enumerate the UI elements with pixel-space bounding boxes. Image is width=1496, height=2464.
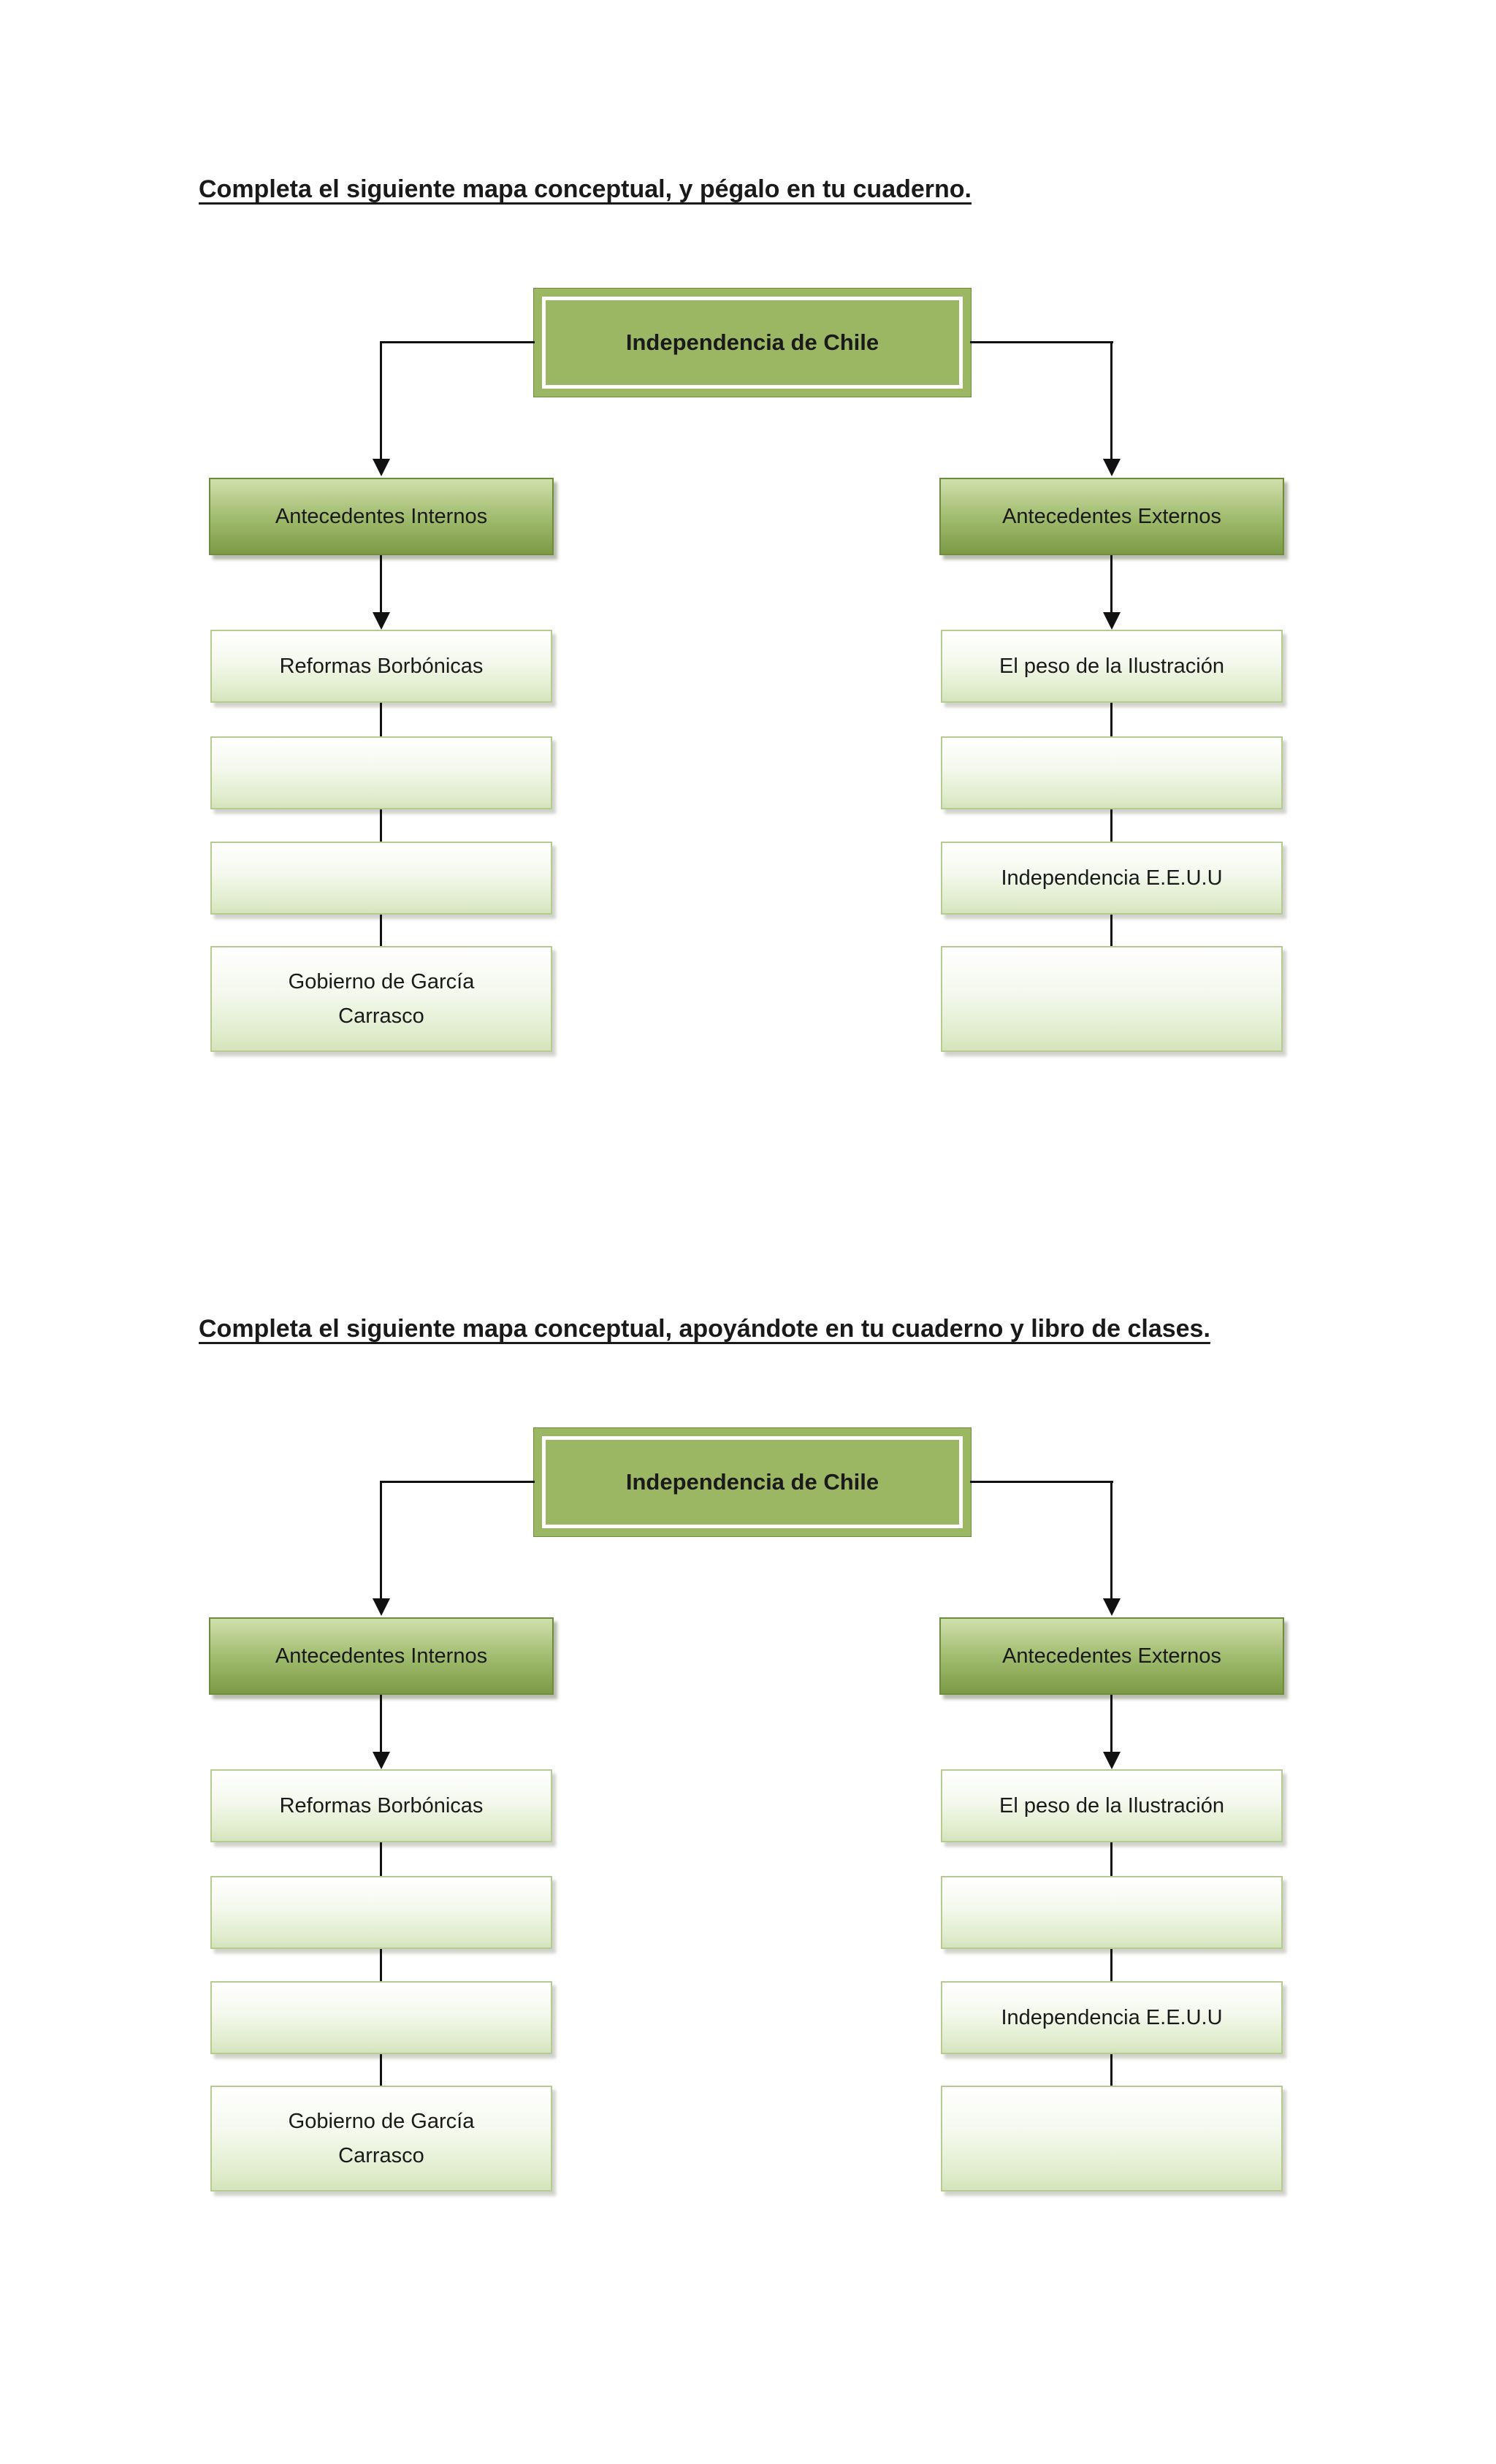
root-node-label: Independencia de Chile: [625, 329, 879, 355]
connector-line: [380, 341, 382, 459]
connector-line: [380, 1842, 382, 1876]
connector-line: [380, 809, 382, 842]
node-gobierno-garcia-carrasco: Gobierno de García Carrasco: [210, 2086, 552, 2192]
down-arrowhead: [1103, 612, 1121, 630]
connector-line: [1110, 1481, 1113, 1598]
connector-root-to-right: [970, 1481, 1113, 1483]
connector-line: [1110, 915, 1113, 946]
branch-node-antecedentes-externos: Antecedentes Externos: [939, 1617, 1284, 1695]
connector-line: [1110, 2054, 1113, 2086]
root-node: Independencia de Chile: [533, 1427, 972, 1537]
connector-line: [380, 2054, 382, 2086]
node-peso-ilustracion: El peso de la Ilustración: [941, 1769, 1283, 1842]
connector-line: [1110, 703, 1113, 736]
node-independencia-eeuu: Independencia E.E.U.U: [941, 842, 1283, 915]
down-arrowhead: [373, 1752, 390, 1769]
connector-line: [1110, 1949, 1113, 1981]
node-peso-ilustracion: El peso de la Ilustración: [941, 630, 1283, 703]
node-reformas-borbonicas: Reformas Borbónicas: [210, 630, 552, 703]
node-label: Gobierno de García Carrasco: [288, 2110, 475, 2167]
node-label: El peso de la Ilustración: [999, 1793, 1224, 1818]
connector-line: [1110, 555, 1113, 612]
connector-root-to-left: [380, 1481, 535, 1483]
node-independencia-eeuu: Independencia E.E.U.U: [941, 1981, 1283, 2054]
connector-line: [380, 1481, 382, 1598]
root-node-inner-outline: Independencia de Chile: [542, 297, 963, 389]
down-arrowhead: [373, 459, 390, 476]
down-arrowhead: [1103, 459, 1121, 476]
branch-node-label: Antecedentes Internos: [275, 1644, 488, 1668]
connector-line: [380, 555, 382, 612]
connector-line: [380, 915, 382, 946]
empty-field-box-left-2[interactable]: [210, 842, 552, 915]
connector-line: [1110, 809, 1113, 842]
root-node-inner-outline: Independencia de Chile: [542, 1436, 963, 1528]
connector-line: [380, 703, 382, 736]
concept-map-section-1: Completa el siguiente mapa conceptual, y…: [0, 0, 1496, 1096]
down-arrowhead: [1103, 1598, 1121, 1616]
branch-node-label: Antecedentes Externos: [1002, 504, 1221, 528]
empty-field-box-right-1[interactable]: [941, 736, 1283, 809]
empty-field-box-left-1[interactable]: [210, 736, 552, 809]
down-arrowhead: [1103, 1752, 1121, 1769]
node-label: Reformas Borbónicas: [279, 654, 484, 678]
empty-field-box-right-1[interactable]: [941, 1876, 1283, 1949]
branch-node-antecedentes-internos: Antecedentes Internos: [209, 1617, 554, 1695]
instruction-heading: Completa el siguiente mapa conceptual, a…: [199, 1315, 1210, 1343]
connector-line: [380, 1949, 382, 1981]
concept-map-section-2: Completa el siguiente mapa conceptual, a…: [0, 1140, 1496, 2235]
node-reformas-borbonicas: Reformas Borbónicas: [210, 1769, 552, 1842]
down-arrowhead: [373, 1598, 390, 1616]
connector-root-to-right: [970, 341, 1113, 343]
empty-field-box-right-2[interactable]: [941, 946, 1283, 1052]
node-label: El peso de la Ilustración: [999, 654, 1224, 678]
branch-node-antecedentes-externos: Antecedentes Externos: [939, 478, 1284, 555]
connector-root-to-left: [380, 341, 535, 343]
node-gobierno-garcia-carrasco: Gobierno de García Carrasco: [210, 946, 552, 1052]
instruction-heading: Completa el siguiente mapa conceptual, y…: [199, 175, 972, 203]
connector-line: [1110, 341, 1113, 459]
node-label: Gobierno de García Carrasco: [288, 970, 475, 1028]
node-label: Independencia E.E.U.U: [1001, 2005, 1223, 2029]
branch-node-antecedentes-internos: Antecedentes Internos: [209, 478, 554, 555]
connector-line: [380, 1695, 382, 1752]
node-label: Independencia E.E.U.U: [1001, 866, 1223, 890]
empty-field-box-right-2[interactable]: [941, 2086, 1283, 2192]
branch-node-label: Antecedentes Externos: [1002, 1644, 1221, 1668]
node-label: Reformas Borbónicas: [279, 1793, 484, 1818]
connector-line: [1110, 1695, 1113, 1752]
connector-line: [1110, 1842, 1113, 1876]
branch-node-label: Antecedentes Internos: [275, 504, 488, 528]
root-node-label: Independencia de Chile: [625, 1469, 879, 1495]
down-arrowhead: [373, 612, 390, 630]
empty-field-box-left-2[interactable]: [210, 1981, 552, 2054]
empty-field-box-left-1[interactable]: [210, 1876, 552, 1949]
root-node: Independencia de Chile: [533, 288, 972, 397]
